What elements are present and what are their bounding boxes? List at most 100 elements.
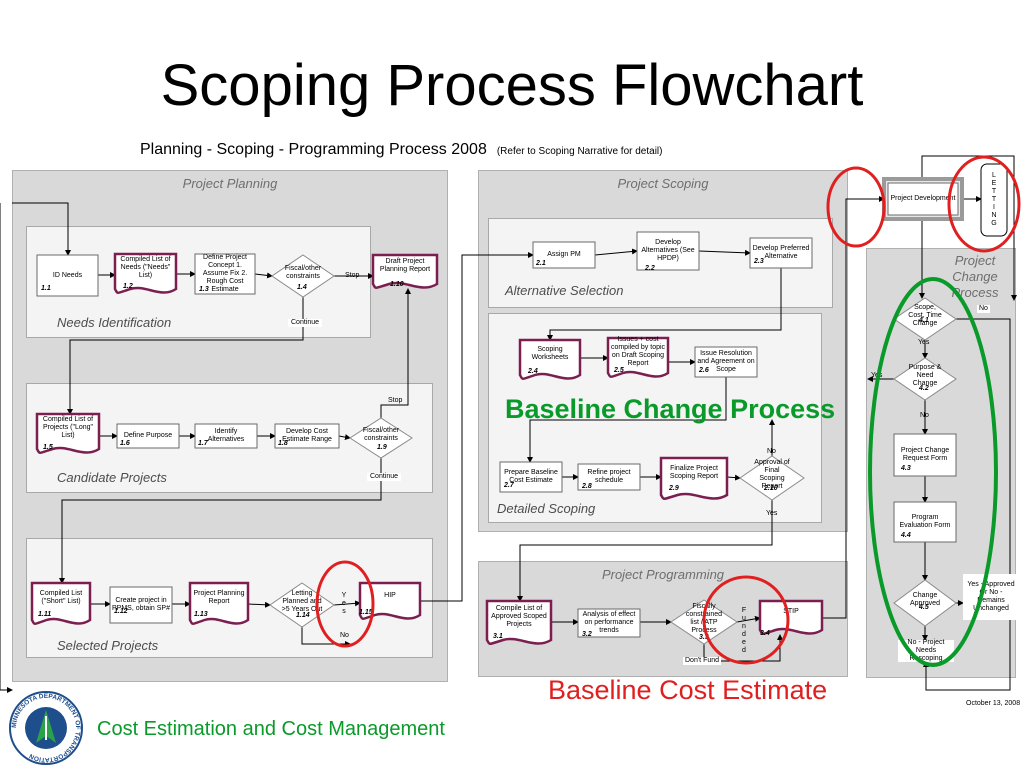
footer-text: Cost Estimation and Cost Management — [97, 718, 445, 740]
edge-label-dont-fund: Don't Fund — [683, 657, 722, 665]
node-n1-9-label: Fiscal/other constraints — [362, 427, 400, 442]
node-n2-10 — [739, 455, 805, 501]
edge-label-yes-approval: Yes — [766, 510, 778, 517]
node-n2-5-number: 2.5 — [614, 367, 624, 374]
node-n1-7-number: 1.7 — [198, 440, 208, 447]
node-n2-8 — [577, 463, 641, 491]
subtitle-note: (Refer to Scoping Narrative for detail) — [496, 146, 663, 157]
edge-label-no-41: No — [977, 305, 990, 313]
node-n1-3 — [194, 253, 256, 295]
edge-2-1-to-2-2 — [594, 248, 638, 256]
node-n2-1-label: Assign PM — [547, 251, 581, 258]
node-n1-10 — [371, 253, 439, 289]
node-n2-9 — [659, 456, 729, 500]
label-candidate-projects: Candidate Projects — [57, 470, 167, 485]
node-n2-1-number: 2.1 — [536, 260, 546, 267]
node-n1-1 — [36, 254, 99, 297]
node-n2-8-label: Refine project schedule — [587, 469, 631, 484]
node-n1-6-number: 1.6 — [120, 440, 130, 447]
node-n2-2 — [636, 231, 700, 271]
node-n3-1-label: Compile List of Approved Scoped Projects — [491, 605, 547, 628]
edge-1-15-to-3-1 — [420, 252, 534, 602]
panel-title-planning: Project Planning — [182, 176, 278, 191]
edge-label-yes-letting: Y e s — [341, 592, 347, 615]
node-n2-1 — [532, 241, 596, 269]
node-n1-12-label: Create project in PPMS, obtain SP# — [112, 597, 170, 612]
edge-label-no-approval: No — [767, 448, 776, 455]
node-n1-6 — [116, 423, 180, 449]
node-n2-6-number: 2.6 — [699, 367, 709, 374]
node-n2-5-label: Issues + cost compiled by topic on Draft… — [610, 336, 666, 367]
node-n1-5-label: Compiled List of Projects ("Long" List) — [42, 416, 94, 439]
node-n2-9-label: Finalize Project Scoping Report — [669, 465, 719, 480]
node-n2-3-number: 2.3 — [754, 258, 764, 265]
label-needs-identification: Needs Identification — [57, 315, 172, 330]
node-n1-5-number: 1.5 — [43, 444, 53, 451]
subtitle: Planning - Scoping - Programming Process… — [140, 141, 662, 159]
node-n4-5-number: 4.5 — [919, 604, 929, 611]
node-n2-2-number: 2.2 — [645, 265, 655, 272]
node-n3-4-number: 3.4 — [760, 630, 770, 637]
edge-label-continue-1: Continue — [288, 319, 323, 327]
edge-1-3-to-1-4 — [254, 272, 273, 279]
node-n2-4 — [518, 338, 582, 380]
edge-label-yes-42: Yes — [871, 372, 883, 379]
edge-1-9-continue — [59, 458, 382, 584]
node-n1-8-label: Develop Cost Estimate Range — [282, 428, 332, 443]
edge-1-8-to-1-9 — [338, 434, 351, 441]
node-n1-11 — [30, 581, 92, 625]
node-n1-14-number: 1.14 — [296, 612, 310, 619]
edge-label-yes-41: Yes — [918, 339, 930, 346]
edge-label-continue-2: Continue — [367, 473, 402, 481]
node-n1-7-label: Identify Alternatives — [207, 428, 245, 443]
node-n3-4-label: STIP — [783, 608, 799, 615]
node-n2-3 — [749, 237, 813, 269]
node-letting-label: L E T T I N G — [991, 172, 997, 227]
edge-2-3-to-2-4 — [547, 268, 782, 341]
node-n2-5 — [606, 336, 670, 378]
node-n2-6 — [694, 346, 758, 378]
node-n1-1-number: 1.1 — [41, 285, 51, 292]
node-n1-13-label: Project Planning Report — [193, 590, 245, 605]
node-n3-1-number: 3.1 — [493, 633, 503, 640]
node-rescoping-label: No - Project Needs Rescoping — [907, 639, 945, 662]
node-project-dev-label: Project Development — [890, 195, 956, 202]
node-n2-3-label: Develop Preferred Alternative — [752, 245, 810, 260]
edge-2-6-to-2-7 — [527, 377, 727, 463]
edge-2-2-to-2-3 — [698, 249, 751, 256]
panel-title-scoping: Project Scoping — [617, 176, 709, 191]
node-approved-note-label: Yes - Approved Or No - Remains Unchanged — [967, 581, 1015, 612]
node-n1-13-number: 1.13 — [194, 611, 208, 618]
node-n1-4-number: 1.4 — [297, 284, 307, 291]
node-n3-1 — [485, 599, 553, 645]
edge-2-10-yes — [517, 500, 773, 602]
node-n2-8-number: 2.8 — [582, 483, 592, 490]
edge-label-no-letting: No — [340, 632, 349, 639]
node-n1-10-number: 1.10 — [390, 281, 404, 288]
node-n1-15-label: HIP — [384, 591, 396, 599]
node-n3-2 — [577, 608, 641, 638]
edge-1-13-to-1-14 — [247, 601, 271, 608]
edge-label-stop-1: Stop — [345, 272, 360, 279]
node-n2-4-number: 2.4 — [528, 368, 538, 375]
page-title: Scoping Process Flowchart — [160, 53, 864, 118]
edge-top-loop — [0, 203, 13, 693]
node-n1-8 — [274, 423, 340, 449]
edge-feed-1-1 — [12, 202, 71, 256]
node-n1-8-number: 1.8 — [278, 440, 288, 447]
node-n4-3-number: 4.3 — [901, 465, 911, 472]
node-n3-3-number: 3.3 — [699, 634, 709, 641]
edge-1-14-yes — [333, 600, 361, 607]
node-n3-2-number: 3.2 — [582, 631, 592, 638]
node-n1-2-number: 1.2 — [123, 283, 133, 290]
node-n4-2-label: Purpose & Need Change — [908, 363, 942, 387]
node-n2-7-label: Prepare Baseline Cost Estimate — [504, 469, 558, 484]
node-n2-10-label: Approval of Final Scoping Report — [754, 458, 790, 490]
node-n1-5 — [35, 412, 101, 454]
node-n1-10-label: Draft Project Planning Report — [379, 258, 431, 273]
edge-label-no-42: No — [920, 412, 929, 419]
node-n1-12-number: 1.12 — [114, 608, 128, 615]
node-n2-10-number: 2.10 — [764, 485, 778, 492]
node-n4-2-number: 4.2 — [919, 385, 929, 392]
